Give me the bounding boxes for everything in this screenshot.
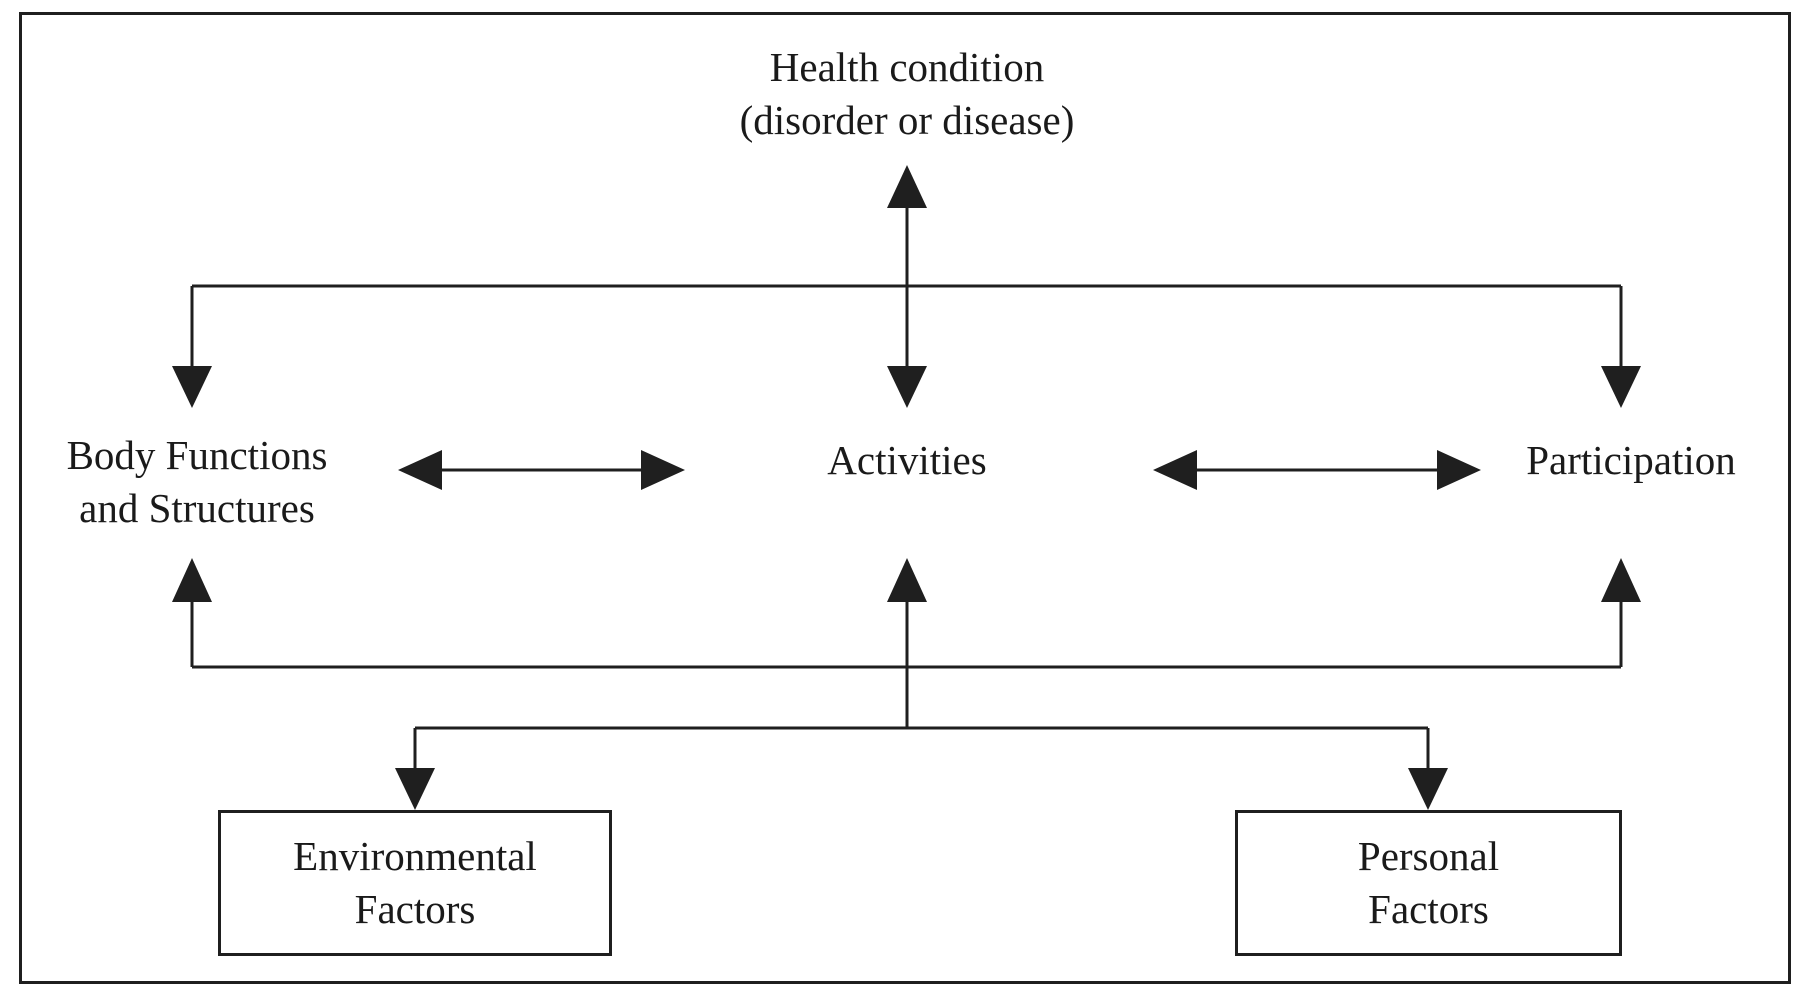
activities-node: Activities <box>782 434 1032 487</box>
arrowhead-right-participation <box>1437 450 1481 490</box>
activities-label: Activities <box>827 437 987 483</box>
arrowhead-down-activities <box>887 366 927 408</box>
body-functions-line2: and Structures <box>79 485 315 531</box>
environmental-factors-box: Environmental Factors <box>218 810 612 956</box>
body-functions-line1: Body Functions <box>66 432 328 478</box>
personal-factors-line2: Factors <box>1368 886 1489 932</box>
health-condition-node: Health condition (disorder or disease) <box>707 41 1107 147</box>
arrowhead-left-activities <box>1153 450 1197 490</box>
environmental-factors-line2: Factors <box>354 886 476 932</box>
body-functions-node: Body Functions and Structures <box>32 429 362 535</box>
environmental-factors-line1: Environmental <box>293 833 537 879</box>
diagram-frame <box>19 12 1791 984</box>
arrowhead-up-body <box>172 558 212 602</box>
health-condition-title: Health condition <box>769 44 1045 90</box>
arrowhead-up-participation <box>1601 558 1641 602</box>
arrowhead-up-activities <box>887 558 927 602</box>
participation-node: Participation <box>1496 434 1766 487</box>
health-condition-subtitle: (disorder or disease) <box>739 97 1075 143</box>
arrowhead-down-environmental <box>395 768 435 810</box>
personal-factors-box: Personal Factors <box>1235 810 1622 956</box>
arrowhead-left-body <box>398 450 442 490</box>
arrowhead-up-health <box>887 165 927 208</box>
personal-factors-line1: Personal <box>1357 833 1500 879</box>
participation-label: Participation <box>1526 437 1736 483</box>
arrowhead-down-participation <box>1601 366 1641 408</box>
arrowhead-down-body <box>172 366 212 408</box>
arrowhead-down-personal <box>1408 768 1448 810</box>
arrowhead-right-activities <box>641 450 685 490</box>
